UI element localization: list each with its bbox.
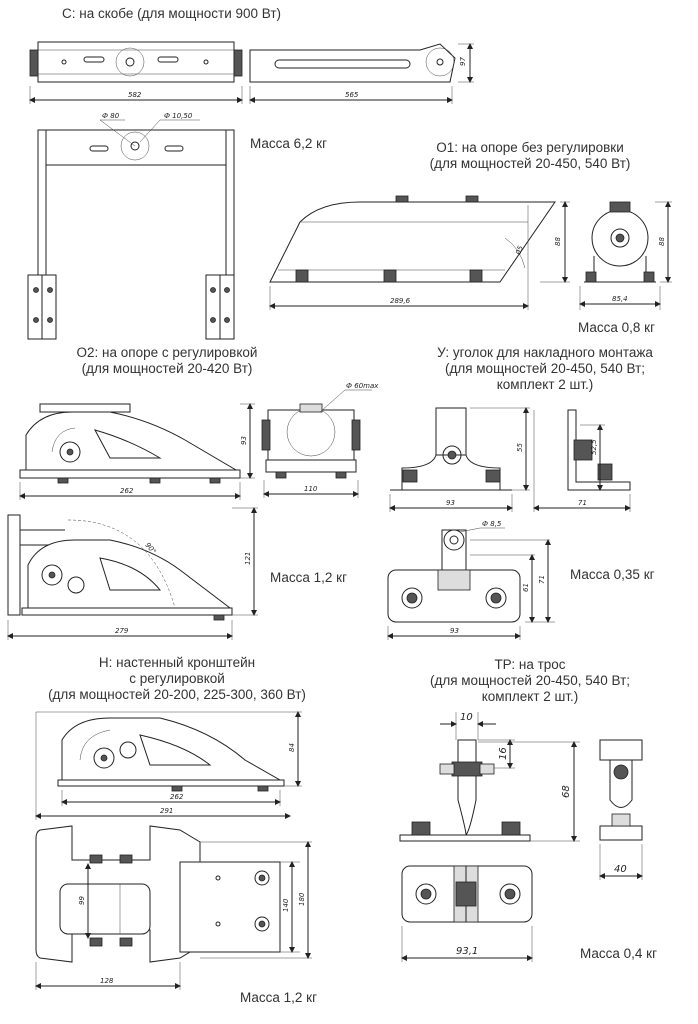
drawing-u-top: Ф 8,5 93 61 71 (387, 520, 555, 640)
mass-c: Масса 6,2 кг (250, 136, 328, 151)
dim-o2-121: 121 (244, 552, 252, 565)
dim-n-291: 291 (160, 807, 173, 815)
dim-o1-854: 85,4 (612, 295, 628, 303)
dim-o2-93: 93 (240, 436, 248, 445)
mass-n: Масса 1,2 кг (240, 990, 318, 1005)
drawing-o2-front: Ф 60max 110 (261, 382, 379, 498)
dim-u-71a: 71 (578, 499, 587, 507)
title-n: Н: настенный кронштейн с регулировкой (д… (48, 655, 306, 702)
drawing-tr-front: 10 16 68 (399, 712, 580, 842)
dim-o1-88a: 88 (554, 237, 562, 246)
title-c: С: на скобе (для мощности 900 Вт) (62, 6, 282, 21)
drawing-o1-side: 289,6 88 05 (269, 195, 570, 310)
dim-c-d1050: Ф 10,50 (164, 112, 193, 120)
dim-tr-68: 68 (561, 785, 572, 798)
drawing-n-side: 262 291 84 (35, 711, 302, 820)
dim-c-d80: Ф 80 (102, 112, 120, 120)
dim-o1-05: 05 (514, 244, 525, 256)
dim-o2-110: 110 (304, 485, 318, 493)
drawing-o2-side: 262 93 (19, 403, 255, 500)
dim-n-99: 99 (78, 896, 86, 905)
dim-o2-262: 262 (120, 487, 134, 495)
dim-tr-10: 10 (460, 712, 473, 723)
mass-o1: Масса 0,8 кг (578, 320, 656, 335)
drawing-tr-side: 40 (599, 739, 643, 880)
dim-o1-2896: 289,6 (390, 297, 411, 305)
dim-o1-88b: 88 (658, 237, 666, 246)
drawing-u-side: 71 52,5 (533, 409, 631, 512)
dim-u-d85: Ф 8,5 (482, 520, 502, 528)
drawing-c-front: Ф 80 Ф 10,50 (27, 112, 235, 340)
dim-u-71b: 71 (538, 575, 546, 584)
title-o2: О2: на опоре с регулировкой (для мощност… (76, 345, 258, 376)
title-u: У: уголок для накладного монтажа (для мо… (437, 345, 653, 392)
dim-n-140: 140 (282, 898, 290, 912)
dim-c-565: 565 (345, 91, 359, 99)
mass-u: Масса 0,35 кг (570, 567, 655, 582)
dim-n-128: 128 (100, 977, 114, 985)
dim-u-61: 61 (522, 583, 530, 592)
dim-tr-16: 16 (498, 747, 509, 760)
dim-u-55: 55 (516, 443, 524, 452)
dim-u-525: 52,5 (590, 439, 598, 455)
mass-tr: Масса 0,4 кг (580, 946, 658, 961)
dim-tr-931: 93,1 (456, 946, 478, 957)
dim-n-84: 84 (288, 743, 296, 752)
drawing-c-side: 565 97 (249, 43, 474, 104)
drawing-u-front: 93 55 (389, 407, 530, 512)
drawing-o1-front: 85,4 88 (579, 201, 672, 310)
dim-c-97: 97 (459, 57, 467, 66)
dim-n-180: 180 (298, 892, 306, 906)
dim-u-93b: 93 (450, 627, 459, 635)
dim-o2-279: 279 (115, 627, 129, 635)
drawing-tr-top: 93,1 (401, 865, 533, 962)
drawing-o2-tilted: 90° 279 121 (7, 507, 258, 640)
dim-o2-d60: Ф 60max (346, 382, 379, 390)
drawing-n-top: 99 140 180 128 (35, 825, 312, 990)
dim-n-262: 262 (170, 793, 184, 801)
title-o1: О1: на опоре без регулировки (для мощнос… (429, 140, 631, 171)
title-tr: ТР: на трос (для мощностей 20-450, 540 В… (429, 657, 631, 704)
dim-c-582: 582 (128, 91, 142, 99)
dim-u-93a: 93 (446, 499, 455, 507)
mass-o2: Масса 1,2 кг (270, 570, 348, 585)
dim-tr-40: 40 (614, 864, 627, 875)
drawing-c-top: 582 (29, 41, 243, 104)
